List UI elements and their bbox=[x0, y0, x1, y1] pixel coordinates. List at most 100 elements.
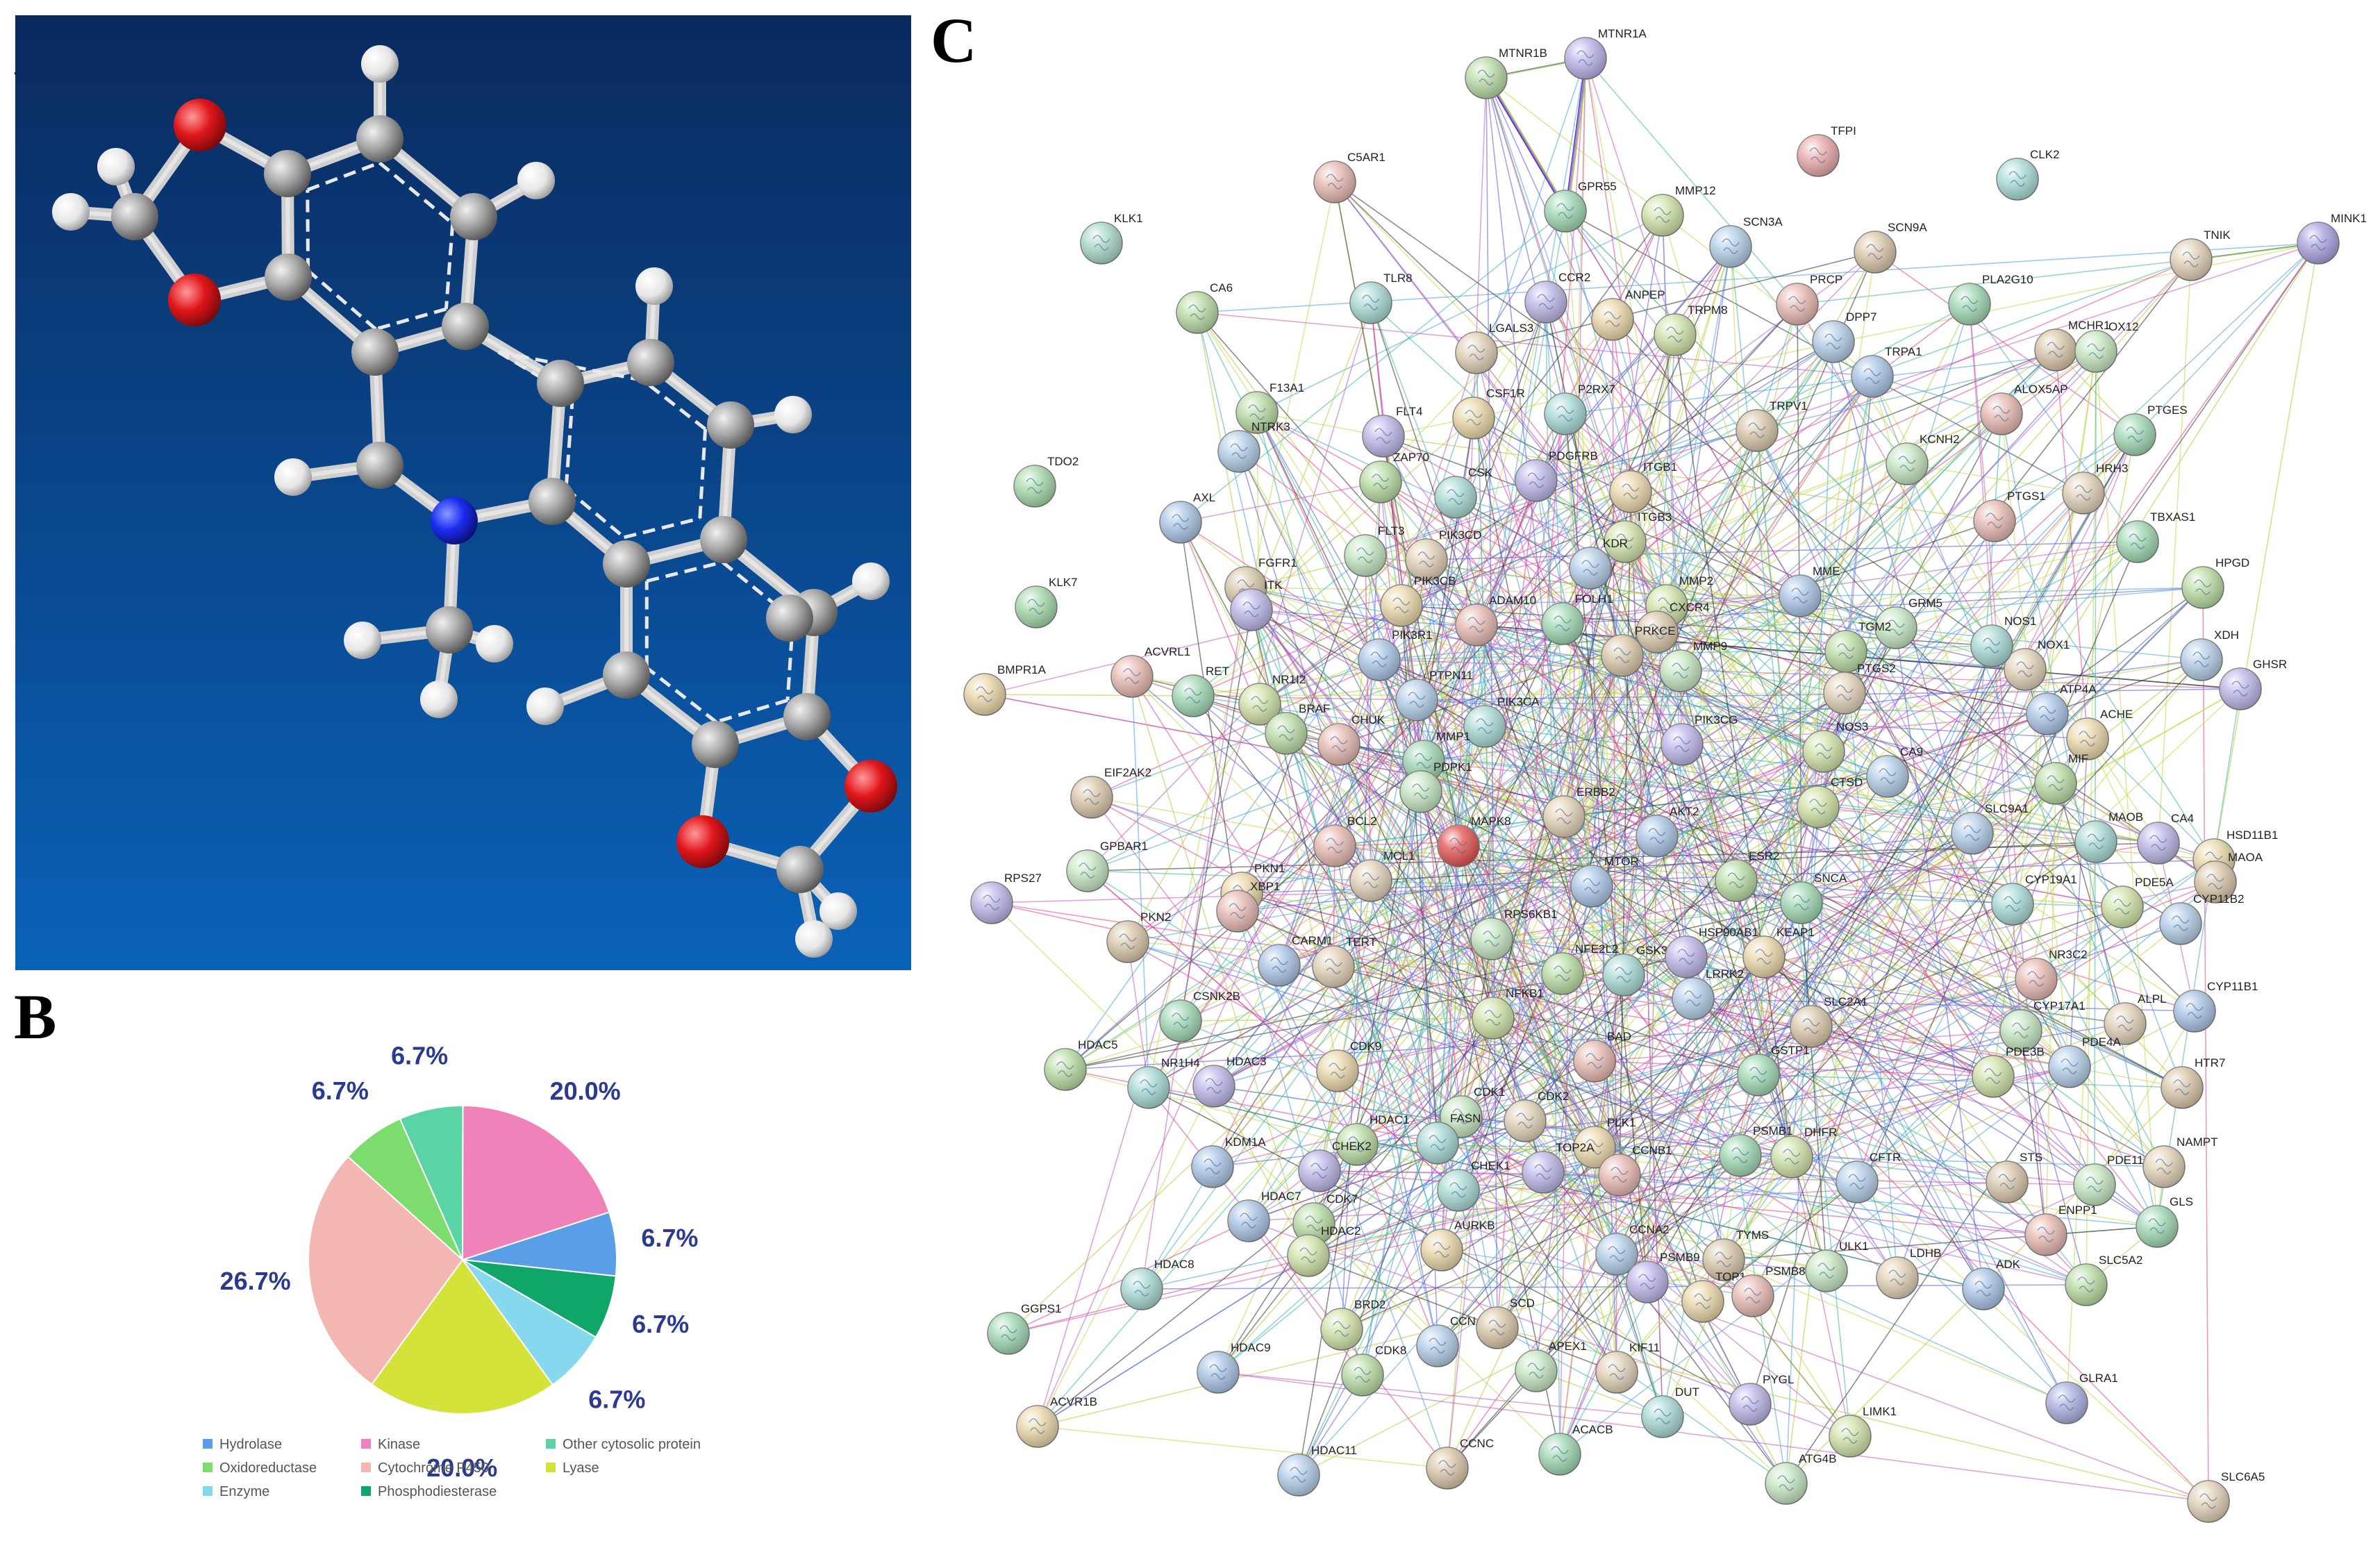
network-node-axl: AXL bbox=[1159, 491, 1215, 544]
network-node-maoa: MAOA bbox=[2194, 851, 2263, 904]
pie-slice-kinase bbox=[461, 1104, 610, 1261]
network-node-erbb2: ERBB2 bbox=[1542, 785, 1615, 838]
network-edge bbox=[1338, 744, 1526, 1122]
network-node-gstp1: GSTP1 bbox=[1737, 1044, 1810, 1097]
node-shine bbox=[1729, 1383, 1771, 1425]
network-node-plk1: PLK1 bbox=[1573, 1116, 1636, 1169]
node-shine bbox=[1192, 1146, 1233, 1188]
node-shine bbox=[2188, 1481, 2229, 1522]
node-shine bbox=[1417, 1122, 1458, 1164]
node-structure-icon bbox=[1133, 1281, 1151, 1297]
node-label: SLC2A1 bbox=[1824, 995, 1867, 1008]
node-shine bbox=[1456, 604, 1497, 646]
network-node-nr1i2: NR1I2 bbox=[1238, 673, 1306, 726]
network-node-ca4: CA4 bbox=[2137, 812, 2194, 865]
node-structure-icon bbox=[1963, 825, 1981, 841]
node-structure-icon bbox=[1415, 753, 1433, 769]
node-structure-icon bbox=[999, 1325, 1017, 1341]
node-label: DHFR bbox=[1804, 1126, 1837, 1139]
network-edge bbox=[1590, 334, 1676, 569]
network-node-tnik: TNIK bbox=[2170, 228, 2231, 281]
node-shine bbox=[1239, 683, 1281, 725]
network-edge bbox=[1131, 676, 1149, 1088]
network-node-adk: ADK bbox=[1962, 1258, 2021, 1310]
network-edge bbox=[1416, 699, 1663, 1417]
network-edge bbox=[1874, 251, 2136, 435]
network-node-mcl1: MCL1 bbox=[1349, 849, 1415, 902]
node-structure-icon bbox=[1616, 533, 1634, 549]
node-label: PDPK1 bbox=[1433, 760, 1472, 774]
node-structure-icon bbox=[1841, 1428, 1859, 1444]
network-node-hdac7: HDAC7 bbox=[1227, 1190, 1301, 1242]
node-structure-icon bbox=[2126, 426, 2144, 442]
node-label: ADK bbox=[1996, 1258, 2021, 1271]
network-edge bbox=[1565, 351, 2097, 415]
node-structure-icon bbox=[2037, 1226, 2055, 1242]
network-edge bbox=[1624, 541, 2067, 1404]
network-node-anpep: ANPEP bbox=[1591, 288, 1665, 341]
network-node-pik3r1: PIK3R1 bbox=[1358, 628, 1433, 681]
node-structure-icon bbox=[1229, 903, 1247, 919]
network-node-klk7: KLK7 bbox=[1015, 576, 1078, 628]
node-shine bbox=[1045, 1049, 1086, 1090]
node-label: PDE4A bbox=[2082, 1035, 2121, 1049]
legend-swatch bbox=[546, 1439, 556, 1449]
node-shine bbox=[1829, 1415, 1871, 1457]
node-shine bbox=[1197, 1351, 1239, 1393]
network-edge bbox=[1256, 412, 1591, 569]
legend-label: Other cytosolic protein bbox=[563, 1437, 701, 1452]
node-label: CTSD bbox=[1831, 776, 1863, 789]
network-node-eif2ak2: EIF2AK2 bbox=[1070, 766, 1151, 819]
node-shine bbox=[1790, 1006, 1832, 1047]
node-shine bbox=[1160, 1000, 1201, 1042]
network-node-ccna2: CCNA2 bbox=[1595, 1223, 1670, 1276]
aromatic-bond bbox=[375, 307, 447, 331]
node-label: TYMS bbox=[1736, 1229, 1769, 1242]
node-shine bbox=[1851, 356, 1893, 397]
network-node-ldhb: LDHB bbox=[1876, 1247, 1941, 1299]
node-shine bbox=[1654, 314, 1696, 356]
network-edge bbox=[1333, 966, 1438, 1144]
network-node-cdk2: CDK2 bbox=[1504, 1090, 1569, 1142]
node-shine bbox=[1515, 460, 1557, 501]
node-label: ITGB3 bbox=[1638, 510, 1672, 524]
node-label: TNIK bbox=[2204, 228, 2231, 242]
node-shine bbox=[1406, 539, 1447, 581]
network-node-ccr2: CCR2 bbox=[1524, 271, 1590, 324]
node-label: HDAC7 bbox=[1261, 1190, 1301, 1203]
node-shine bbox=[1610, 471, 1651, 513]
node-shine bbox=[1642, 194, 1683, 236]
node-label: CCNC bbox=[1460, 1437, 1494, 1450]
legend-swatch bbox=[203, 1463, 213, 1472]
network-node-gpbar1: GPBAR1 bbox=[1066, 840, 1148, 892]
node-shine bbox=[2220, 668, 2261, 710]
node-label: CCNA2 bbox=[1629, 1223, 1670, 1236]
network-node-glra1: GLRA1 bbox=[2045, 1372, 2118, 1424]
node-structure-icon bbox=[1408, 692, 1426, 708]
node-shine bbox=[1825, 631, 1867, 672]
node-shine bbox=[1014, 465, 1056, 507]
network-node-aurkb: AURKB bbox=[1420, 1219, 1495, 1272]
node-label: PTPN11 bbox=[1429, 669, 1473, 682]
network-node-atp4a: ATP4A bbox=[2026, 683, 2097, 735]
network-node-sts: STS bbox=[1986, 1151, 2042, 1204]
aromatic-bond bbox=[306, 269, 377, 331]
node-structure-icon bbox=[1537, 294, 1555, 310]
oxygen-atom bbox=[174, 99, 226, 151]
node-structure-icon bbox=[1809, 147, 1827, 163]
node-shine bbox=[2138, 822, 2179, 864]
network-node-keap1: KEAP1 bbox=[1742, 926, 1815, 979]
network-node-rps27: RPS27 bbox=[970, 872, 1042, 924]
node-shine bbox=[1217, 890, 1258, 932]
network-edge bbox=[1681, 713, 2048, 745]
network-edge bbox=[1817, 806, 2022, 1031]
node-structure-icon bbox=[1362, 872, 1380, 888]
network-edge bbox=[1180, 522, 1438, 1144]
node-label: CDK2 bbox=[1538, 1090, 1569, 1103]
node-structure-icon bbox=[1783, 1149, 1801, 1165]
legend-swatch bbox=[361, 1439, 371, 1449]
network-edge bbox=[1630, 491, 2216, 883]
network-node-ulk1: ULK1 bbox=[1805, 1240, 1869, 1292]
network-edge bbox=[1148, 1087, 1984, 1290]
carbon-atom bbox=[766, 594, 813, 642]
